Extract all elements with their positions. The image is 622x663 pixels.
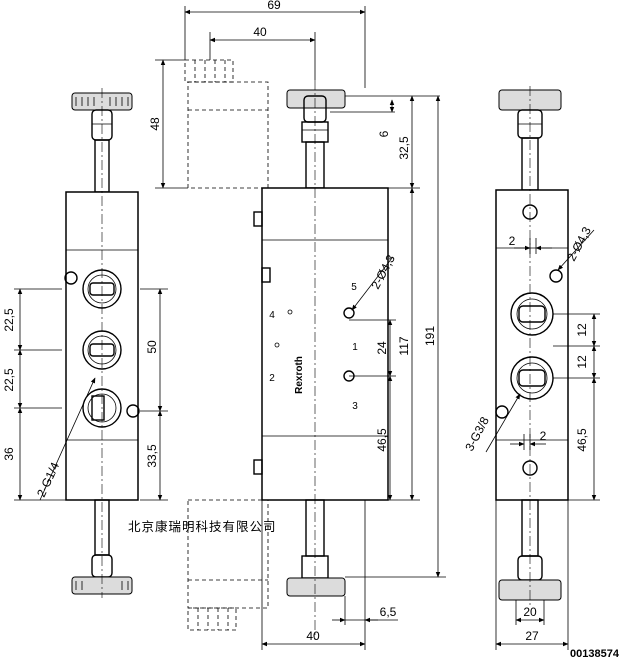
port-3-label: 3	[352, 401, 358, 412]
center-connector-top	[184, 59, 269, 189]
center-top-knob	[286, 89, 346, 189]
dim-48: 48	[148, 117, 162, 131]
left-port-label: 2-G1/4	[34, 460, 62, 499]
dim-40-bottom: 40	[306, 629, 320, 643]
dim-46-5-center: 46,5	[375, 428, 389, 452]
left-dim-22-5-middle: 22,5	[2, 368, 16, 392]
center-connector-bottom	[187, 499, 269, 631]
left-mount-hole-bottom	[126, 404, 140, 418]
center-bottom-knob	[286, 499, 346, 597]
dim-117: 117	[397, 336, 411, 355]
left-dim-33-5: 33,5	[145, 444, 159, 468]
right-mount-hole-bottom	[495, 405, 509, 419]
left-dim-22-5-top: 22,5	[2, 308, 16, 332]
center-mount-hole-top	[343, 307, 355, 319]
dim-32-5: 32,5	[397, 136, 411, 160]
right-dim-12-top: 12	[575, 323, 589, 337]
center-view: 5 4 1 2 3 Rexroth 69 40 48 6	[148, 0, 446, 650]
dim-24: 24	[375, 341, 389, 355]
right-dim-2-top: 2	[509, 234, 516, 248]
brand-logo: Rexroth	[294, 356, 305, 394]
port-5-label: 5	[351, 282, 357, 293]
right-view: 2 2-Ø4,3 12 12 46,5 3-G3/8 2 20 27	[462, 86, 600, 650]
center-valve-body	[261, 187, 389, 501]
part-number: 00138574	[570, 648, 619, 660]
right-dim-20: 20	[523, 605, 537, 619]
right-dim-12-bottom: 12	[575, 355, 589, 369]
left-mount-hole-top	[64, 271, 78, 285]
dim-6: 6	[377, 130, 391, 137]
left-dim-36: 36	[2, 447, 16, 461]
company-watermark: 北京康瑞明科技有限公司	[128, 519, 277, 534]
port-1-label: 1	[352, 342, 358, 353]
dim-40-top: 40	[253, 25, 267, 39]
port-4-label: 4	[269, 310, 275, 321]
right-mount-hole-top	[549, 269, 563, 283]
right-valve-body	[495, 189, 569, 501]
right-dim-46-5: 46,5	[575, 428, 589, 452]
right-port-label: 3-G3/8	[462, 414, 492, 453]
right-dim-2-bottom: 2	[540, 429, 547, 443]
port-2-label: 2	[269, 373, 275, 384]
dim-6-5: 6,5	[380, 605, 397, 619]
left-dim-50: 50	[145, 340, 159, 354]
dim-69: 69	[267, 0, 281, 12]
dim-191: 191	[423, 326, 437, 346]
right-dim-27: 27	[525, 629, 539, 643]
